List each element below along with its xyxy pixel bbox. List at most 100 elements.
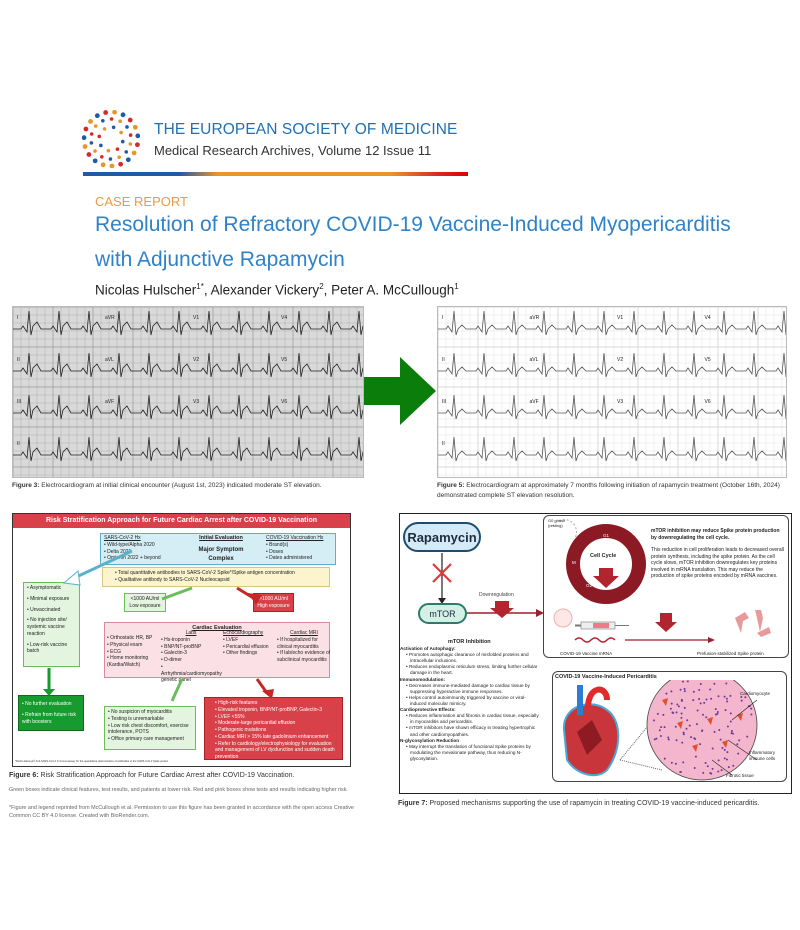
immune-cell [689,725,691,727]
caption-text: Risk Stratification Approach for Future … [41,772,295,779]
immune-cell [721,747,723,749]
lead-label: V6 [281,399,287,405]
immune-cell [654,738,656,740]
caption-text: Electrocardiogram at approximately 7 mon… [437,482,780,499]
immune-cell [703,702,705,704]
immune-cells-label: Inflammatory immune cells [742,750,782,762]
immune-cell [684,707,686,709]
cell-cycle-label: Cell Cycle [590,553,616,560]
phase-s: S [622,569,625,575]
ecg-trace [438,395,787,419]
immune-cell [750,713,752,715]
immune-cell [730,712,732,714]
immune-cell [716,713,718,715]
list-item: • mTOR inhibitors have shown efficacy in… [400,725,542,737]
lead-label: V1 [193,315,199,321]
spike-protein-icon [735,610,771,637]
lead-label: V1 [617,315,623,321]
immune-cell [732,765,734,767]
authors: Nicolas Hulscher1*, Alexander Vickery2, … [95,282,459,298]
immune-cell [667,737,669,739]
figure-label: Figure 3: [12,482,39,489]
logo-dot [101,162,106,167]
lead-label: II [442,357,445,363]
immune-cell [737,753,739,755]
immune-cell [700,702,702,704]
lead-label: III [17,399,21,405]
immune-cell [750,708,752,710]
figure6-note: Green boxes indicate clinical features, … [9,786,371,794]
logo-dot [129,133,133,137]
logo-dot [84,127,89,132]
immune-cell [717,695,719,697]
immune-cell [698,689,700,691]
figure-label: Figure 5: [437,482,464,489]
immune-cell [680,717,682,719]
immune-cell [670,708,672,710]
immune-cell [717,771,719,773]
immune-cell [670,690,672,692]
immune-cell [698,698,700,700]
lead-label: II [17,357,20,363]
immune-cell [681,742,683,744]
immune-cell [655,738,657,740]
logo-dot [93,149,97,153]
logo-dot [112,110,117,115]
logo-dot [121,140,125,144]
cell-cycle-text: This reduction in cell proliferation lea… [651,547,785,580]
list-item: • Helps control autoimmunity triggered b… [400,695,542,707]
immune-cell [696,723,698,725]
immune-cell [726,698,728,700]
immune-cell [705,698,707,700]
immune-cell [712,768,714,770]
immune-cell [714,731,716,733]
phase-m: M [572,560,576,566]
lead-label: V2 [617,357,623,363]
journal-info: Medical Research Archives, Volume 12 Iss… [154,143,431,158]
immune-cell [694,738,696,740]
header-rule [83,172,468,176]
immune-cell [709,689,711,691]
logo-dot [103,110,108,115]
logo-dot [109,157,113,161]
heart-icon [564,685,618,775]
author-affil: 2 [319,282,323,291]
logo-dot [82,135,86,140]
logo-dot [101,119,105,123]
immune-cell [726,751,728,753]
immune-cell [683,733,685,735]
logo-dot [118,119,122,123]
logo-dot [128,118,133,123]
author: Alexander Vickery [211,283,320,298]
logo-dot [132,151,137,156]
figure5-caption: Figure 5: Electrocardiogram at approxima… [437,481,787,501]
immune-cell [681,699,683,701]
immune-cell [676,711,678,713]
article-title-line1: Resolution of Refractory COVID-19 Vaccin… [95,213,731,237]
figure6-caption: Figure 6: Risk Stratification Approach f… [9,771,369,782]
logo-dot [135,142,140,147]
immune-cell [726,701,728,703]
immune-cell [657,713,659,715]
immune-cell [660,726,662,728]
logo-dot [95,113,100,118]
immune-cell [718,729,720,731]
immune-cell [702,772,704,774]
logo-dot [118,162,123,167]
immune-cell [724,696,726,698]
spike-protein-label: Prefusion-stabilized Spike protein [697,651,764,657]
logo-dot [99,144,103,148]
immune-cell [710,773,712,775]
logo-dot [94,124,98,128]
lead-label: aVL [530,357,539,363]
logo-dot [129,142,133,146]
society-name: THE EUROPEAN SOCIETY OF MEDICINE [154,121,457,139]
immune-cell [746,736,748,738]
logo-dot [90,132,94,136]
figure7-caption: Figure 7: Proposed mechanisms supporting… [398,799,793,810]
immune-cell [741,700,743,702]
article-title-line2: with Adjunctive Rapamycin [95,248,345,272]
improvement-arrow-icon [364,357,436,425]
logo-dot [88,119,93,124]
immune-cell [731,730,733,732]
